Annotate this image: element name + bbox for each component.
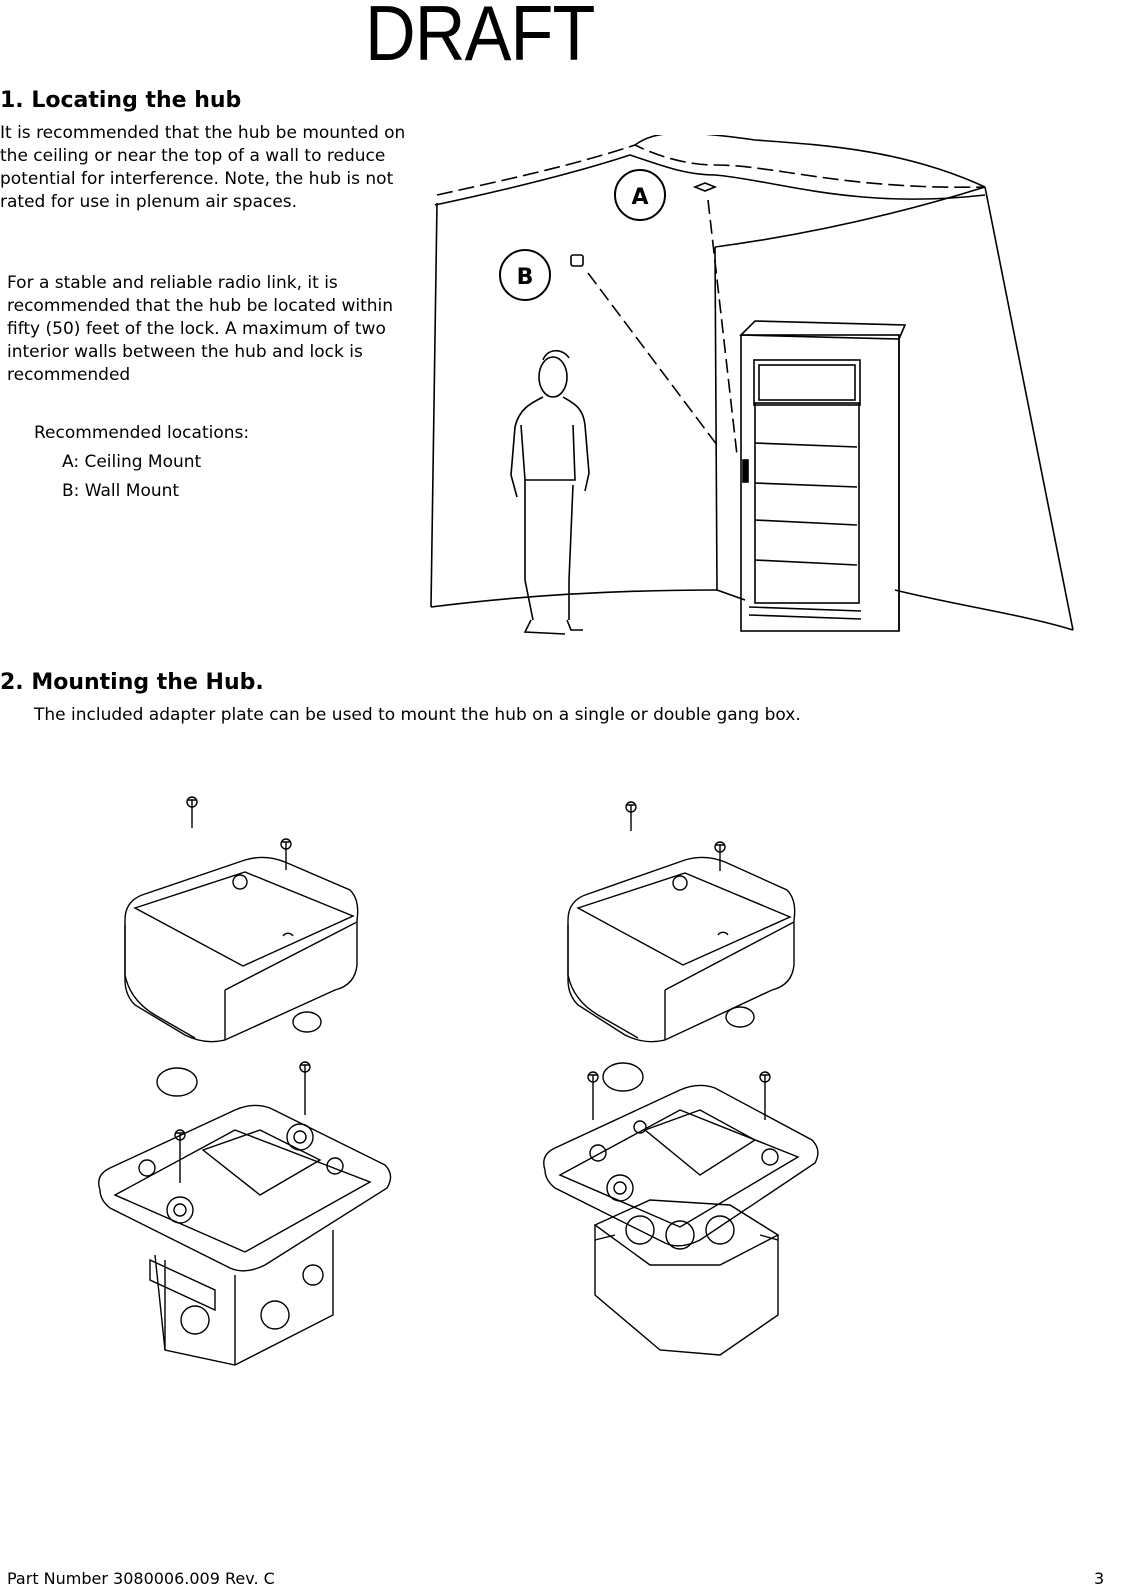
section-2-heading: 2. Mounting the Hub. <box>0 670 264 695</box>
radio-link-paragraph: For a stable and reliable radio link, it… <box>7 273 394 385</box>
part-number-footer: Part Number 3080006.009 Rev. C <box>7 1569 275 1588</box>
section-1-heading: 1. Locating the hub <box>0 88 242 113</box>
draft-watermark: DRAFT <box>365 0 595 77</box>
room-illustration: A B <box>430 135 1074 635</box>
callout-b-label: B <box>517 265 534 290</box>
single-gang-box-exploded-illustration <box>98 796 392 1366</box>
location-item-wall: B: Wall Mount <box>62 481 180 501</box>
callout-a-label: A <box>631 185 648 210</box>
mounting-description: The included adapter plate can be used t… <box>34 705 801 725</box>
locating-paragraph: It is recommended that the hub be mounte… <box>0 123 406 212</box>
page-number: 3 <box>1094 1569 1105 1588</box>
octagon-box-exploded-illustration <box>543 801 819 1356</box>
recommended-locations-title: Recommended locations: <box>34 423 250 443</box>
location-item-ceiling: A: Ceiling Mount <box>62 452 202 472</box>
